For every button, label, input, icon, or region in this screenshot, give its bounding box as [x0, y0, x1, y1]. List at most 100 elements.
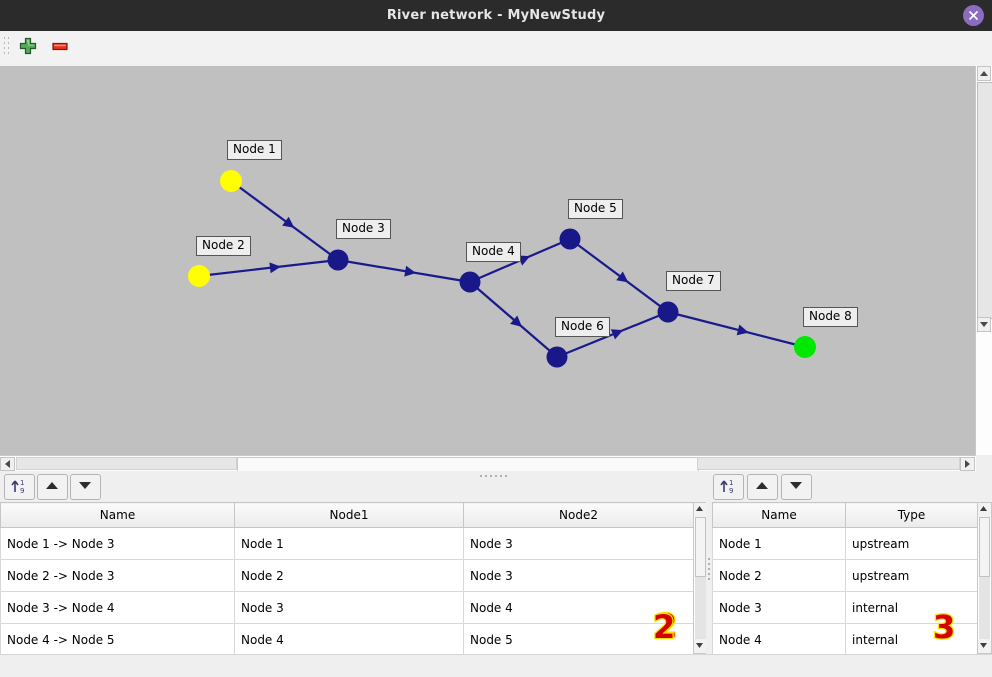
column-header[interactable]: Type — [845, 502, 977, 528]
table-cell[interactable]: Node 2 — [712, 559, 846, 592]
edge[interactable] — [230, 180, 339, 261]
horizontal-splitter[interactable] — [0, 471, 992, 480]
vertical-splitter[interactable] — [706, 472, 712, 654]
table-cell[interactable]: Node 3 -> Node 4 — [0, 591, 235, 624]
canvas-hscroll-thumb[interactable] — [237, 457, 699, 472]
edge[interactable] — [198, 258, 339, 278]
column-header[interactable]: Node2 — [463, 502, 693, 528]
table-cell[interactable]: upstream — [845, 527, 977, 560]
table-cell[interactable]: Node 3 — [463, 559, 693, 592]
graph-node[interactable] — [559, 228, 581, 250]
vsplitter-handle — [708, 558, 710, 583]
network-diagram-canvas[interactable]: Node 1 Node 2 Node 3 Node 4 Node 5 Node 6 Node… — [0, 66, 992, 455]
graph-node-label[interactable]: Node 3 — [336, 219, 391, 239]
edge-arrow-icon — [269, 262, 281, 274]
nodes-move-up-button[interactable] — [747, 474, 778, 500]
edge[interactable] — [469, 281, 558, 358]
column-header[interactable]: Node1 — [234, 502, 464, 528]
table-cell[interactable]: Node 1 — [234, 527, 464, 560]
column-header[interactable]: Name — [712, 502, 846, 528]
graph-node[interactable] — [188, 265, 210, 287]
plus-icon[interactable] — [18, 36, 44, 61]
table-cell[interactable]: Node 4 — [234, 623, 464, 654]
graph-node[interactable] — [657, 301, 679, 323]
hscroll-track-left[interactable] — [16, 457, 237, 470]
sort-ascending-icon: 1 9 — [720, 479, 733, 495]
nodes-scroll-up-arrow[interactable] — [978, 503, 991, 517]
nodes-move-down-button[interactable] — [781, 474, 812, 500]
table-cell[interactable]: Node 2 -> Node 3 — [0, 559, 235, 592]
table-cell[interactable]: Node 1 -> Node 3 — [0, 527, 235, 560]
table-cell[interactable]: Node 4 — [463, 591, 693, 624]
graph-node[interactable] — [459, 271, 481, 293]
edge[interactable] — [337, 258, 471, 284]
minus-icon[interactable] — [50, 36, 76, 61]
table-cell[interactable]: Node 1 — [712, 527, 846, 560]
nodes-scroll-down-arrow[interactable] — [978, 639, 991, 653]
reaches-move-up-button[interactable] — [37, 474, 68, 500]
graph-node-label[interactable]: Node 5 — [568, 199, 623, 219]
table-cell[interactable]: internal — [845, 591, 977, 624]
toolbar-grip[interactable] — [4, 37, 9, 59]
table-cell[interactable]: Node 5 — [463, 623, 693, 654]
nodes-sort-button[interactable]: 1 9 — [713, 474, 744, 500]
graph-node-label[interactable]: Node 6 — [555, 317, 610, 337]
close-icon[interactable] — [963, 5, 984, 26]
graph-node[interactable] — [220, 170, 242, 192]
canvas-vscroll-thumb[interactable] — [977, 82, 992, 319]
scroll-left-arrow[interactable] — [0, 457, 15, 471]
nodes-vscroll-track-lower[interactable] — [979, 577, 990, 641]
reaches-vscroll-track-lower[interactable] — [695, 577, 706, 641]
graph-node[interactable] — [794, 336, 816, 358]
reaches-vscroll-thumb[interactable] — [695, 517, 706, 577]
table-cell[interactable]: Node 3 — [234, 591, 464, 624]
reaches-move-down-button[interactable] — [70, 474, 101, 500]
graph-node[interactable] — [546, 346, 568, 368]
canvas-horizontal-scrollbar[interactable] — [0, 455, 976, 472]
column-header[interactable]: Name — [0, 502, 235, 528]
table-cell[interactable]: Node 4 — [712, 623, 846, 654]
edge[interactable] — [569, 238, 669, 313]
scroll-up-arrow[interactable] — [977, 66, 991, 81]
graph-node-label[interactable]: Node 4 — [466, 242, 521, 262]
edge[interactable] — [667, 310, 806, 349]
table-cell[interactable]: Node 4 -> Node 5 — [0, 623, 235, 654]
edge-arrow-icon — [517, 255, 531, 266]
graph-node-label[interactable]: Node 1 — [227, 140, 282, 160]
title-bar: River network - MyNewStudy — [0, 0, 992, 32]
table-cell[interactable]: Node 3 — [463, 527, 693, 560]
annotation-3: 3 — [932, 607, 957, 648]
nodes-vertical-scrollbar[interactable] — [977, 502, 992, 654]
table-cell[interactable]: Node 2 — [234, 559, 464, 592]
nodes-vscroll-thumb[interactable] — [979, 517, 990, 577]
main-toolbar — [0, 31, 992, 67]
graph-node[interactable] — [327, 249, 349, 271]
canvas-vertical-scrollbar[interactable] — [975, 66, 992, 455]
graph-node-label[interactable]: Node 7 — [666, 271, 721, 291]
scroll-down-arrow[interactable] — [977, 317, 991, 332]
table-cell[interactable]: internal — [845, 623, 977, 654]
table-cell[interactable]: Node 3 — [712, 591, 846, 624]
graph-node-label[interactable]: Node 8 — [803, 307, 858, 327]
reaches-sort-button[interactable]: 1 9 — [4, 474, 35, 500]
scroll-right-arrow[interactable] — [960, 457, 975, 471]
reaches-scroll-down-arrow[interactable] — [694, 639, 707, 653]
reaches-scroll-up-arrow[interactable] — [694, 503, 707, 517]
graph-node-label[interactable]: Node 2 — [196, 236, 251, 256]
table-cell[interactable]: upstream — [845, 559, 977, 592]
hscroll-track-right[interactable] — [697, 457, 960, 470]
edge[interactable] — [556, 310, 669, 359]
